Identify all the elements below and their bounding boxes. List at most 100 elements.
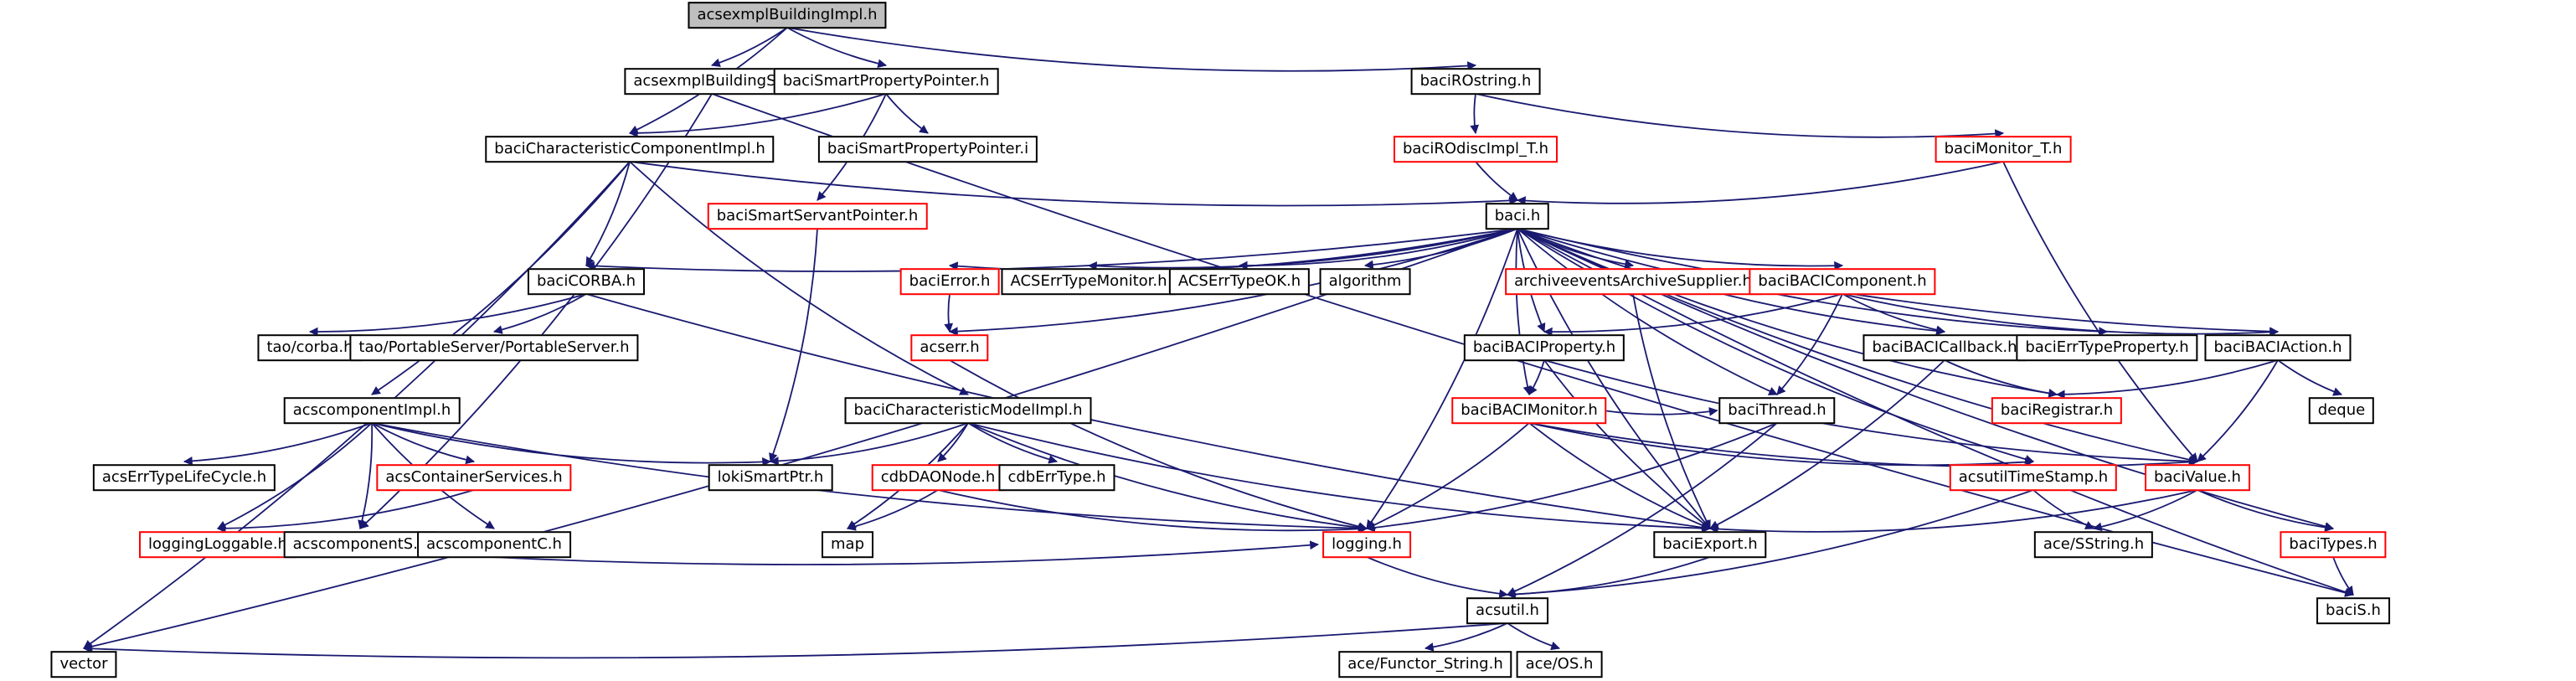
graph-node-baciCORBA.h[interactable]: baciCORBA.h [527, 268, 646, 295]
include-edge [949, 359, 1368, 531]
include-edge [371, 422, 476, 465]
include-edge [1365, 422, 1778, 533]
graph-node-acsContainerServices.h[interactable]: acsContainerServices.h [376, 464, 572, 491]
include-edge [2032, 489, 2094, 529]
include-edge [1475, 93, 2005, 139]
graph-node-baciMonitor_T.h[interactable]: baciMonitor_T.h [1935, 136, 2072, 163]
graph-node-algorithm[interactable]: algorithm [1319, 268, 1411, 295]
include-edge [1517, 228, 2280, 337]
include-edge [82, 622, 1508, 659]
graph-node-baci.h[interactable]: baci.h [1485, 203, 1550, 230]
graph-node-acsexmplBuildingImpl.h[interactable]: acsexmplBuildingImpl.h [688, 2, 887, 28]
graph-node-baciBACIMonitor.h[interactable]: baciBACIMonitor.h [1451, 397, 1607, 424]
include-edge [1507, 422, 1778, 596]
graph-node-logging.h[interactable]: logging.h [1322, 531, 1411, 558]
graph-node-tao-corba.h[interactable]: tao/corba.h [257, 334, 363, 361]
include-edge [1515, 228, 1533, 396]
include-edge [1517, 228, 2058, 398]
include-edge [944, 293, 954, 333]
include-edge [1708, 489, 2198, 534]
graph-node-ace-SString.h[interactable]: ace/SString.h [2033, 531, 2154, 558]
include-edge [1776, 293, 1843, 395]
graph-node-acscomponentC.h[interactable]: acscomponentC.h [417, 531, 571, 558]
include-edge [492, 293, 587, 334]
graph-node-archiveeventsArchiveSupplier.h[interactable]: archiveeventsArchiveSupplier.h [1505, 268, 1761, 295]
graph-node-ace-Functor_String.h[interactable]: ace/Functor_String.h [1338, 651, 1512, 678]
include-edge [1632, 293, 1711, 529]
include-edge [1709, 359, 1945, 529]
graph-node-baciError.h[interactable]: baciError.h [899, 268, 1000, 295]
include-edge [585, 161, 631, 266]
graph-node-baciBACIComponent.h[interactable]: baciBACIComponent.h [1749, 268, 1936, 295]
include-edge [82, 228, 1518, 652]
include-edge [1366, 422, 1530, 529]
include-edge [885, 93, 929, 134]
graph-node-baciRegistrar.h[interactable]: baciRegistrar.h [1991, 397, 2123, 424]
include-edge [1470, 93, 1480, 135]
graph-node-acsErrTypeLifeCycle.h[interactable]: acsErrTypeLifeCycle.h [92, 464, 276, 491]
include-edge [1528, 359, 1545, 395]
include-edge [2332, 556, 2354, 596]
include-edge [628, 93, 887, 138]
graph-node-baciROstring.h[interactable]: baciROstring.h [1410, 68, 1541, 95]
graph-node-baciSmartPropertyPointer.i[interactable]: baciSmartPropertyPointer.i [817, 136, 1038, 163]
graph-node-ace-OS.h[interactable]: ace/OS.h [1516, 651, 1603, 678]
graph-node-baciBACICallback.h[interactable]: baciBACICallback.h [1862, 334, 2027, 361]
graph-node-acsexmplBuildingS.h[interactable]: acsexmplBuildingS.h [624, 68, 800, 95]
graph-node-baciCharacteristicModelImpl.h[interactable]: baciCharacteristicModelImpl.h [844, 397, 1092, 424]
graph-node-baciS.h[interactable]: baciS.h [2316, 597, 2390, 624]
include-edge [1506, 556, 1711, 599]
graph-node-tao-PortableServer-PortableServer.h[interactable]: tao/PortableServer/PortableServer.h [349, 334, 639, 361]
graph-node-loggingLoggable.h[interactable]: loggingLoggable.h [139, 531, 296, 558]
include-edge [769, 228, 818, 463]
include-edge [967, 422, 1712, 534]
graph-node-baciValue.h[interactable]: baciValue.h [2145, 464, 2250, 491]
include-edge [183, 422, 373, 466]
graph-node-baciSmartPropertyPointer.h[interactable]: baciSmartPropertyPointer.h [773, 68, 999, 95]
include-edge [358, 422, 374, 530]
include-edge [1543, 359, 2199, 467]
graph-node-lokiSmartPtr.h[interactable]: lokiSmartPtr.h [708, 464, 833, 491]
include-edge [2092, 489, 2198, 532]
graph-node-vector[interactable]: vector [50, 651, 117, 678]
include-edge [1517, 228, 1778, 395]
include-edge [2197, 489, 2335, 533]
graph-node-baciThread.h[interactable]: baciThread.h [1718, 397, 1836, 424]
graph-node-ACSErrTypeMonitor.h[interactable]: ACSErrTypeMonitor.h [1001, 268, 1177, 295]
include-edge [967, 422, 1059, 464]
include-edge [1517, 228, 2109, 337]
include-edge [1238, 228, 1518, 271]
include-edge [710, 27, 788, 68]
graph-node-acsutil.h[interactable]: acsutil.h [1466, 597, 1548, 624]
graph-node-acsutilTimeStamp.h[interactable]: acsutilTimeStamp.h [1949, 464, 2118, 491]
graph-node-baciBACIAction.h[interactable]: baciBACIAction.h [2204, 334, 2352, 361]
graph-node-ACSErrTypeOK.h[interactable]: ACSErrTypeOK.h [1168, 268, 1311, 295]
graph-node-deque[interactable]: deque [2308, 397, 2375, 424]
include-edge [769, 422, 969, 466]
graph-node-acscomponentS.h[interactable]: acscomponentS.h [283, 531, 437, 558]
include-edge [2277, 359, 2343, 396]
include-edge [1842, 293, 1946, 335]
graph-node-baciExport.h[interactable]: baciExport.h [1653, 531, 1767, 558]
graph-node-acscomponentImpl.h[interactable]: acscomponentImpl.h [283, 397, 461, 424]
include-edge [585, 228, 1518, 272]
graph-node-map[interactable]: map [822, 531, 873, 558]
graph-node-baciROdiscImpl_T.h[interactable]: baciROdiscImpl_T.h [1394, 136, 1558, 163]
graph-node-baciBACIProperty.h[interactable]: baciBACIProperty.h [1463, 334, 1625, 361]
graph-node-baciErrTypeProperty.h[interactable]: baciErrTypeProperty.h [2016, 334, 2198, 361]
include-edge [308, 293, 587, 337]
graph-node-baciTypes.h[interactable]: baciTypes.h [2280, 531, 2387, 558]
include-edge [1507, 622, 1561, 651]
graph-node-cdbDAONode.h[interactable]: cdbDAONode.h [871, 464, 1005, 491]
graph-node-baciSmartServantPointer.h[interactable]: baciSmartServantPointer.h [707, 203, 928, 230]
graph-node-acserr.h[interactable]: acserr.h [910, 334, 989, 361]
include-edge [1944, 359, 2058, 398]
include-edge [2055, 359, 2279, 400]
graph-node-baciCharacteristicComponentImpl.h[interactable]: baciCharacteristicComponentImpl.h [485, 136, 775, 163]
include-edge [1528, 422, 1711, 530]
include-edge [371, 422, 1368, 534]
include-edge [1516, 161, 2004, 205]
include-edge [786, 27, 1477, 72]
graph-node-cdbErrType.h[interactable]: cdbErrType.h [998, 464, 1115, 491]
